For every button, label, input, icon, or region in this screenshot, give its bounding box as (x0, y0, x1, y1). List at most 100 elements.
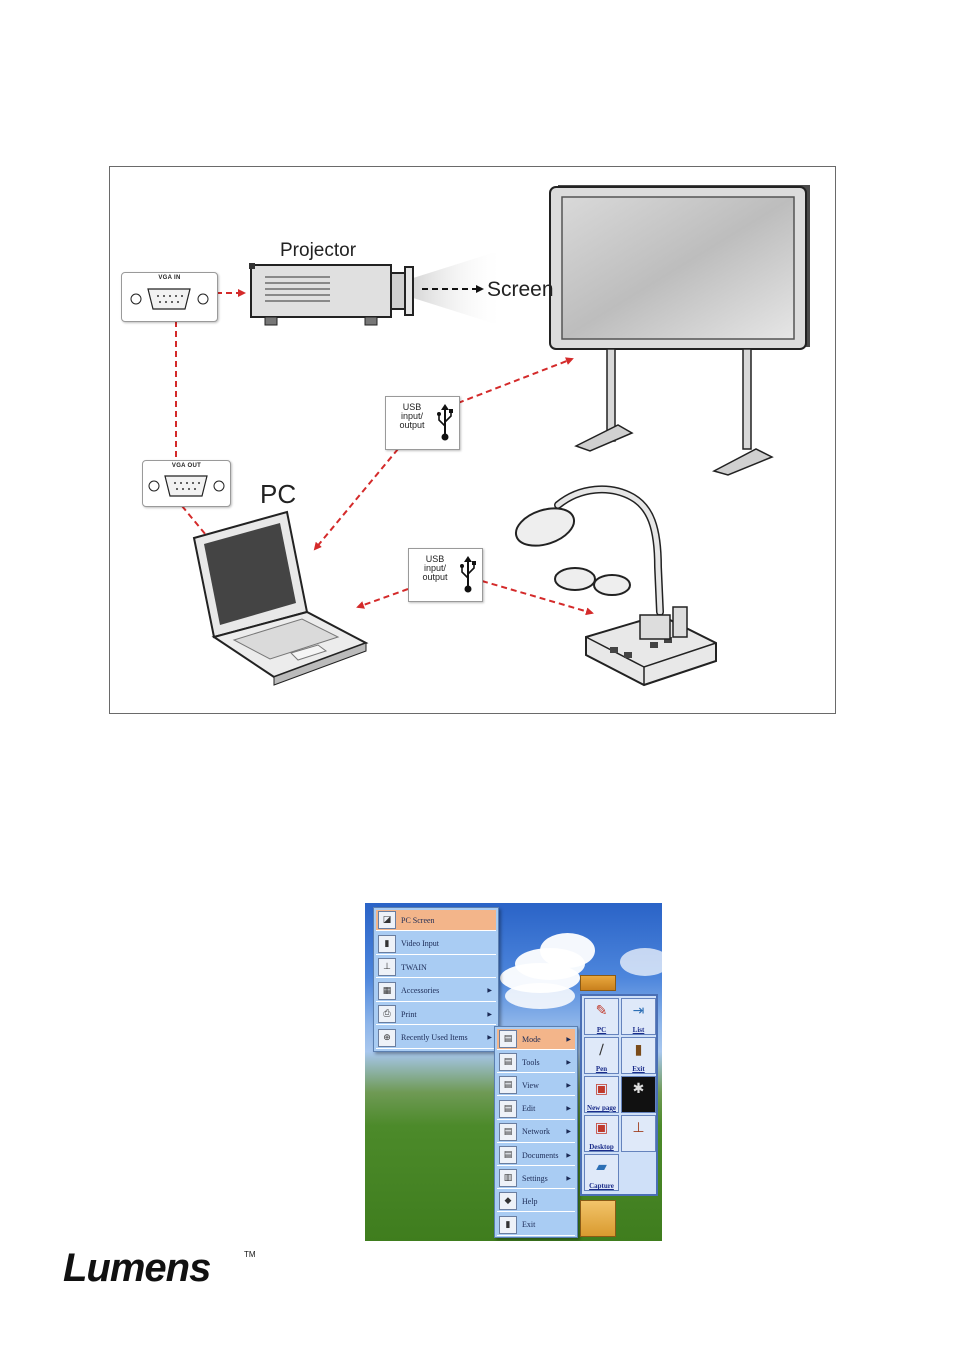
toolbar-button-new-page[interactable]: ▣ New page (584, 1076, 619, 1113)
sub-menu-item-documents[interactable]: ▤ Documents ▶ (497, 1145, 575, 1166)
diagram-illustration (124, 185, 810, 687)
sub-menu-item-label: Edit (522, 1104, 536, 1114)
toolbar-button-pc[interactable]: ✎ PC (584, 998, 619, 1035)
toolbar-button-list[interactable]: ⇥ List (621, 998, 656, 1035)
usb-connector-top: USB input/ output (385, 396, 460, 450)
pc-screen-icon: ◪ (378, 911, 396, 929)
pen-tool-icon: ∕ (599, 1042, 604, 1058)
eraser-tool-icon: ✱ (632, 1081, 645, 1097)
help-icon: ◆ (499, 1192, 517, 1211)
vga-in-label: VGA IN (158, 275, 181, 281)
vga-out-port-icon (148, 475, 225, 497)
new-page-tool-icon: ▣ (594, 1081, 609, 1097)
submenu-arrow-icon: ▶ (566, 1129, 571, 1136)
toolbar-button-label: Exit (632, 1065, 645, 1073)
submenu-arrow-icon: ▶ (566, 1175, 571, 1182)
toolbar-button-twain-tool[interactable]: ⊥ (621, 1115, 656, 1152)
list-tool-icon: ⇥ (632, 1003, 645, 1019)
usb-icon (437, 404, 453, 441)
sub-menu-item-mode[interactable]: ▤Mode▶ (497, 1029, 575, 1050)
twain-icon: ⊥ (378, 958, 396, 976)
usb-connector-bottom: USB input/ output (408, 548, 483, 602)
documents-icon: ▤ (499, 1146, 517, 1164)
vga-out-label: VGA OUT (171, 463, 202, 469)
floating-toolbar: ✎ PC ⇥ List ∕Pen ▮ Exit ▣ New page ✱ ▣ Desktop ⊥ ▰ Cap… (580, 994, 658, 1196)
pc-label: PC (260, 479, 297, 509)
toolbar-button-label: List (632, 1026, 645, 1034)
submenu-arrow-icon: ▶ (487, 1035, 492, 1041)
trademark-mark: TM (244, 1250, 256, 1259)
sub-menu-item-tools[interactable]: ▤ Tools ▶ (497, 1052, 575, 1074)
sub-menu-item-edit[interactable]: ▤Edit▶ (497, 1099, 575, 1120)
submenu-arrow-icon: ▶ (566, 1152, 571, 1159)
toolbar-button-label: Desktop (589, 1143, 614, 1151)
connection-diagram: VGA IN VGA OUT USB input/ output (109, 166, 836, 714)
sub-menu-item-network[interactable]: ▤ Network ▶ (497, 1122, 575, 1143)
main-menu-item-label: TWAIN (401, 962, 427, 972)
sub-menu-item-help[interactable]: ◆Help (497, 1191, 575, 1213)
main-menu-item-label: PC Screen (401, 915, 435, 925)
main-menu-item-twain[interactable]: ⊥ TWAIN (376, 957, 496, 978)
main-menu-item-label: Print (401, 1009, 417, 1019)
usb-label-top: USB input/ output (399, 402, 425, 430)
exit-tool-icon: ▮ (634, 1042, 643, 1058)
sub-menu-item-label: Settings (522, 1173, 548, 1183)
vga-out-to-laptop-cable (181, 505, 207, 536)
capture-tool-icon: ▰ (596, 1159, 607, 1175)
submenu-arrow-icon: ▶ (566, 1059, 571, 1066)
submenu-arrow-icon: ▶ (487, 1011, 492, 1018)
desktop-tool-icon: ▣ (594, 1120, 609, 1136)
toolbar-button-eraser-tool[interactable]: ✱ (621, 1076, 656, 1113)
sub-menu: ▤Mode▶▤Tools▶▤View▶▤Edit▶▤Network▶▤Docum… (494, 1026, 578, 1238)
submenu-arrow-icon: ▶ (566, 1106, 571, 1113)
sub-menu-item-label: Mode (522, 1034, 541, 1044)
toolbar-button-label: New page (587, 1104, 616, 1112)
projector-icon (249, 263, 414, 326)
main-menu-item-label: Accessories (401, 986, 440, 995)
toolbar-button-label: Capture (589, 1182, 614, 1190)
laptop-icon (192, 510, 369, 686)
toolbar-button-label: PC (596, 1026, 607, 1034)
vga-out-connector: VGA OUT (142, 460, 231, 507)
sub-menu-item-settings[interactable]: ▥ Settings ▶ (497, 1168, 575, 1190)
tools-icon: ▤ (499, 1053, 517, 1072)
software-screenshot: ◪ PC Screen ▮ Video Input ⊥ TWAIN ▦ Accessories… (365, 903, 662, 1241)
interactive-screen-icon (549, 185, 810, 476)
toolbar-collapse-button[interactable] (580, 1200, 616, 1237)
cloud (540, 933, 595, 968)
toolbar-handle[interactable] (580, 975, 616, 991)
main-menu-item-recently-used-items[interactable]: ⊕ Recently Used Items ▶ (376, 1028, 496, 1049)
usb-label-bottom: USB input/ output (422, 554, 448, 582)
toolbar-button-exit[interactable]: ▮ Exit (621, 1037, 656, 1074)
pc-tool-icon: ✎ (595, 1003, 608, 1019)
settings-icon: ▥ (499, 1169, 517, 1188)
accessories-icon: ▦ (378, 981, 396, 1000)
sub-menu-item-label: View (522, 1080, 539, 1090)
toolbar-button-capture[interactable]: ▰ Capture (584, 1154, 619, 1191)
submenu-arrow-icon: ▶ (487, 988, 492, 994)
sub-menu-item-label: Documents (522, 1150, 559, 1160)
sub-menu-item-view[interactable]: ▤ View ▶ (497, 1075, 575, 1097)
main-menu-item-pc-screen[interactable]: ◪ PC Screen (376, 910, 496, 931)
main-menu-item-accessories[interactable]: ▦ Accessories ▶ (376, 981, 496, 1002)
print-icon: ⎙ (378, 1005, 396, 1023)
cloud (620, 948, 662, 976)
main-menu-item-label: Video Input (401, 939, 439, 948)
sub-menu-item-label: Tools (522, 1057, 540, 1067)
view-icon: ▤ (499, 1076, 517, 1095)
recent-items-icon: ⊕ (378, 1028, 396, 1047)
usb-to-screen-cable (457, 357, 574, 404)
sub-menu-item-exit[interactable]: ▮Exit (497, 1215, 575, 1236)
main-menu-item-label: Recently Used Items (401, 1033, 468, 1042)
network-icon: ▤ (499, 1122, 517, 1141)
usb2-to-laptop-cable (356, 588, 409, 609)
toolbar-button-pen[interactable]: ∕Pen (584, 1037, 619, 1074)
video-input-icon: ▮ (378, 934, 396, 953)
main-menu-item-video-input[interactable]: ▮ Video Input (376, 934, 496, 955)
sub-menu-item-label: Network (522, 1127, 550, 1137)
main-menu-item-print[interactable]: ⎙ Print ▶ (376, 1004, 496, 1025)
cloud (505, 983, 575, 1009)
submenu-arrow-icon: ▶ (566, 1082, 571, 1089)
projector-label: Projector (280, 240, 357, 261)
toolbar-button-desktop[interactable]: ▣ Desktop (584, 1115, 619, 1152)
